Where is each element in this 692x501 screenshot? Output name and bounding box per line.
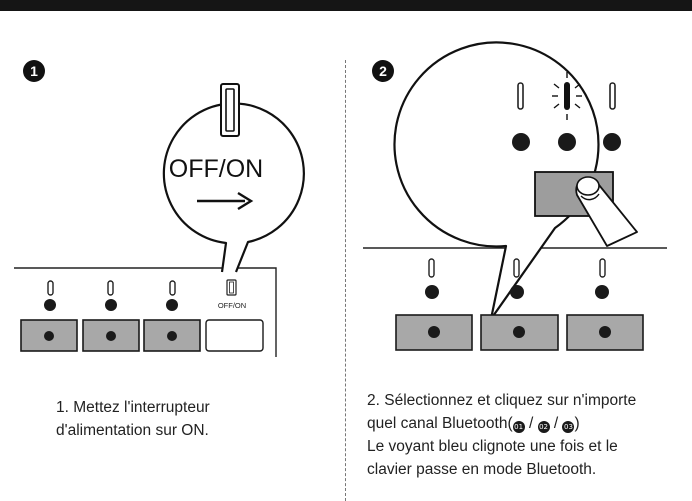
step-2-illustration <box>363 41 667 351</box>
bt-label-icon-2 <box>105 299 117 311</box>
step-1-caption-line-2: d'alimentation sur ON. <box>56 422 209 439</box>
device-outline <box>14 267 277 357</box>
step-1-badge: 1 <box>23 60 45 82</box>
led-2 <box>513 258 520 278</box>
led-2 <box>107 280 114 296</box>
separator: / <box>549 415 563 432</box>
power-switch-large-lever <box>225 88 235 132</box>
switch-label-large: OFF/ON <box>169 155 263 183</box>
step-1-illustration: OFF/ON OFF/ON <box>14 83 305 357</box>
step-2-caption-line-2: quel canal Bluetooth(01 / 02 / 03) <box>367 412 636 435</box>
bt-label-icon-2 <box>510 285 524 299</box>
led-3 <box>599 258 606 278</box>
bubble-bt-icon-2 <box>558 133 576 151</box>
bt-channel-icon-3: 03 <box>562 421 575 433</box>
step-2-caption: 2. Sélectionnez et cliquez sur n'importe… <box>367 389 636 481</box>
caption-suffix: ) <box>574 415 580 432</box>
led-3 <box>169 280 176 296</box>
step-1-caption-line-1: 1. Mettez l'interrupteur <box>56 399 210 416</box>
bubble-led-2 <box>564 82 570 110</box>
bubble-led-1 <box>517 82 524 110</box>
caption-prefix: quel canal Bluetooth( <box>367 415 513 432</box>
bt-label-icon-1 <box>44 299 56 311</box>
bt-button-2[interactable] <box>82 319 140 352</box>
separator: / <box>524 415 538 432</box>
step-2-number: 2 <box>379 63 387 79</box>
bubble-bt-icon-3 <box>603 133 621 151</box>
switch-label-small: OFF/ON <box>218 301 246 310</box>
step-1-number: 1 <box>30 63 38 79</box>
header-bar <box>0 0 692 11</box>
step-1-caption: 1. Mettez l'interrupteur d'alimentation … <box>56 396 210 442</box>
blink-rays-icon <box>552 72 582 120</box>
bt-label-icon-1 <box>425 285 439 299</box>
step-2-caption-line-1: 2. Sélectionnez et cliquez sur n'importe <box>367 392 637 409</box>
step-2-badge: 2 <box>372 60 394 82</box>
step-2-caption-line-4: clavier passe en mode Bluetooth. <box>367 461 597 478</box>
bt-button-3[interactable] <box>566 314 644 351</box>
led-1 <box>47 280 54 296</box>
bt-channel-icon-2: 02 <box>537 421 550 433</box>
zoom-bubble <box>393 41 600 321</box>
column-divider <box>345 60 346 501</box>
led-1 <box>428 258 435 278</box>
bt-label-icon-3 <box>595 285 609 299</box>
bt-label-icon-3 <box>166 299 178 311</box>
bubble-bt-icon-1 <box>512 133 530 151</box>
power-button[interactable] <box>205 319 264 352</box>
step-2-caption-line-3: Le voyant bleu clignote une fois et le <box>367 438 618 455</box>
bt-channel-icon-1: 01 <box>512 421 525 433</box>
bubble-led-3 <box>609 82 616 110</box>
